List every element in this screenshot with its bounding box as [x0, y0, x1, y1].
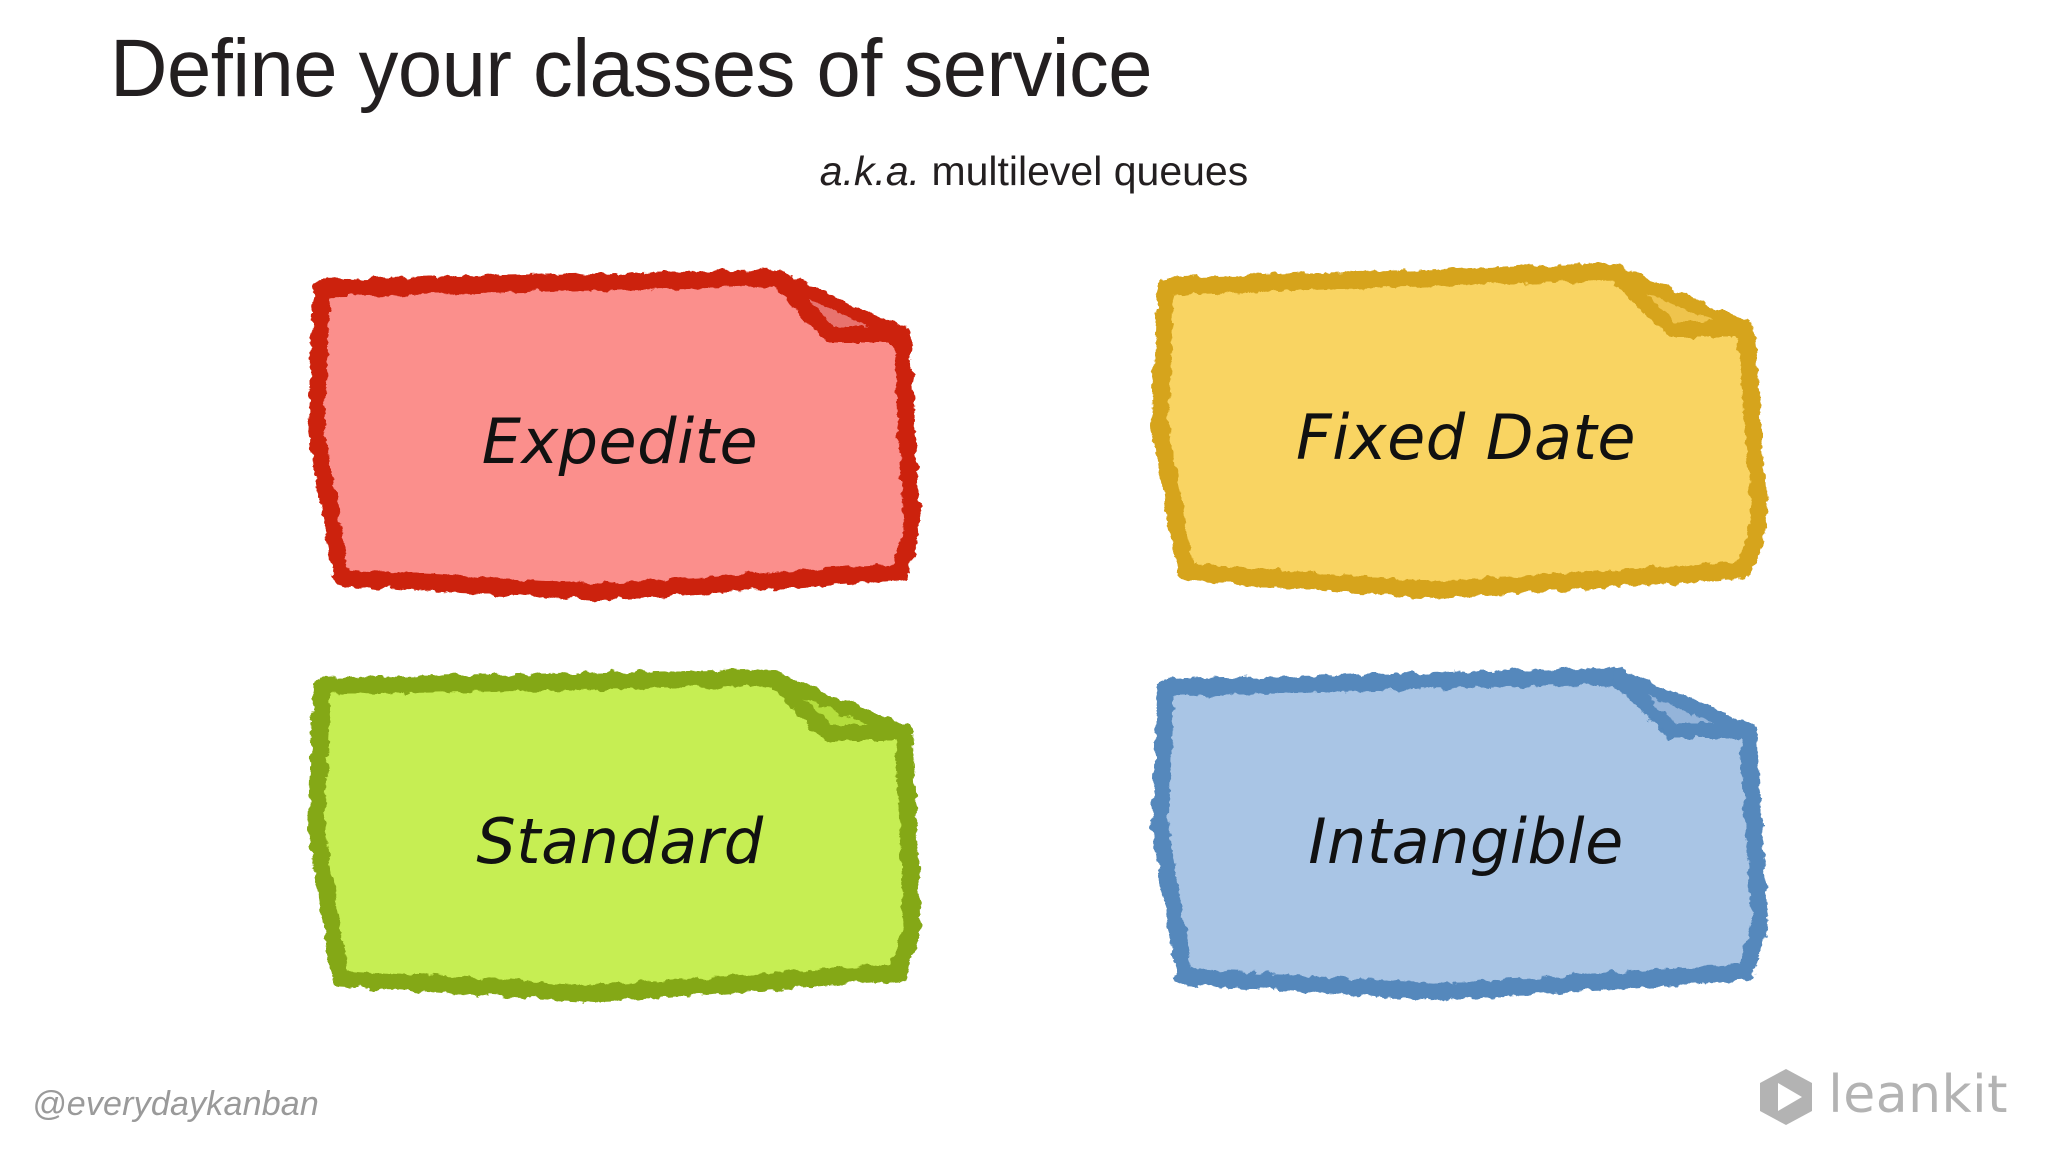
sticky-note-standard[interactable]: Standard	[300, 669, 940, 1017]
page-title: Define your classes of service	[110, 23, 1153, 114]
leankit-logo: leankit	[1758, 1068, 2008, 1126]
subtitle-rest: multilevel queues	[920, 148, 1249, 194]
page-subtitle: a.k.a. multilevel queues	[0, 148, 2048, 195]
social-handle: @everydaykanban	[32, 1085, 320, 1123]
sticky-note-shape-icon	[307, 669, 921, 1003]
note-fold	[771, 271, 909, 341]
sticky-note-shape-icon	[307, 269, 921, 601]
leankit-wordmark: leankit	[1828, 1065, 2008, 1125]
sticky-note-fixed-date[interactable]: Fixed Date	[1146, 263, 1786, 613]
sticky-note-shape-icon	[1151, 667, 1769, 1001]
note-fold	[1611, 669, 1755, 737]
sticky-note-intangible[interactable]: Intangible	[1146, 667, 1786, 1017]
note-fold	[767, 671, 911, 739]
sticky-note-expedite[interactable]: Expedite	[300, 269, 940, 617]
note-fold	[1609, 265, 1753, 335]
leankit-hexagon-play-icon	[1760, 1069, 1813, 1125]
sticky-note-shape-icon	[1151, 263, 1769, 599]
subtitle-emphasis: a.k.a.	[819, 148, 921, 194]
